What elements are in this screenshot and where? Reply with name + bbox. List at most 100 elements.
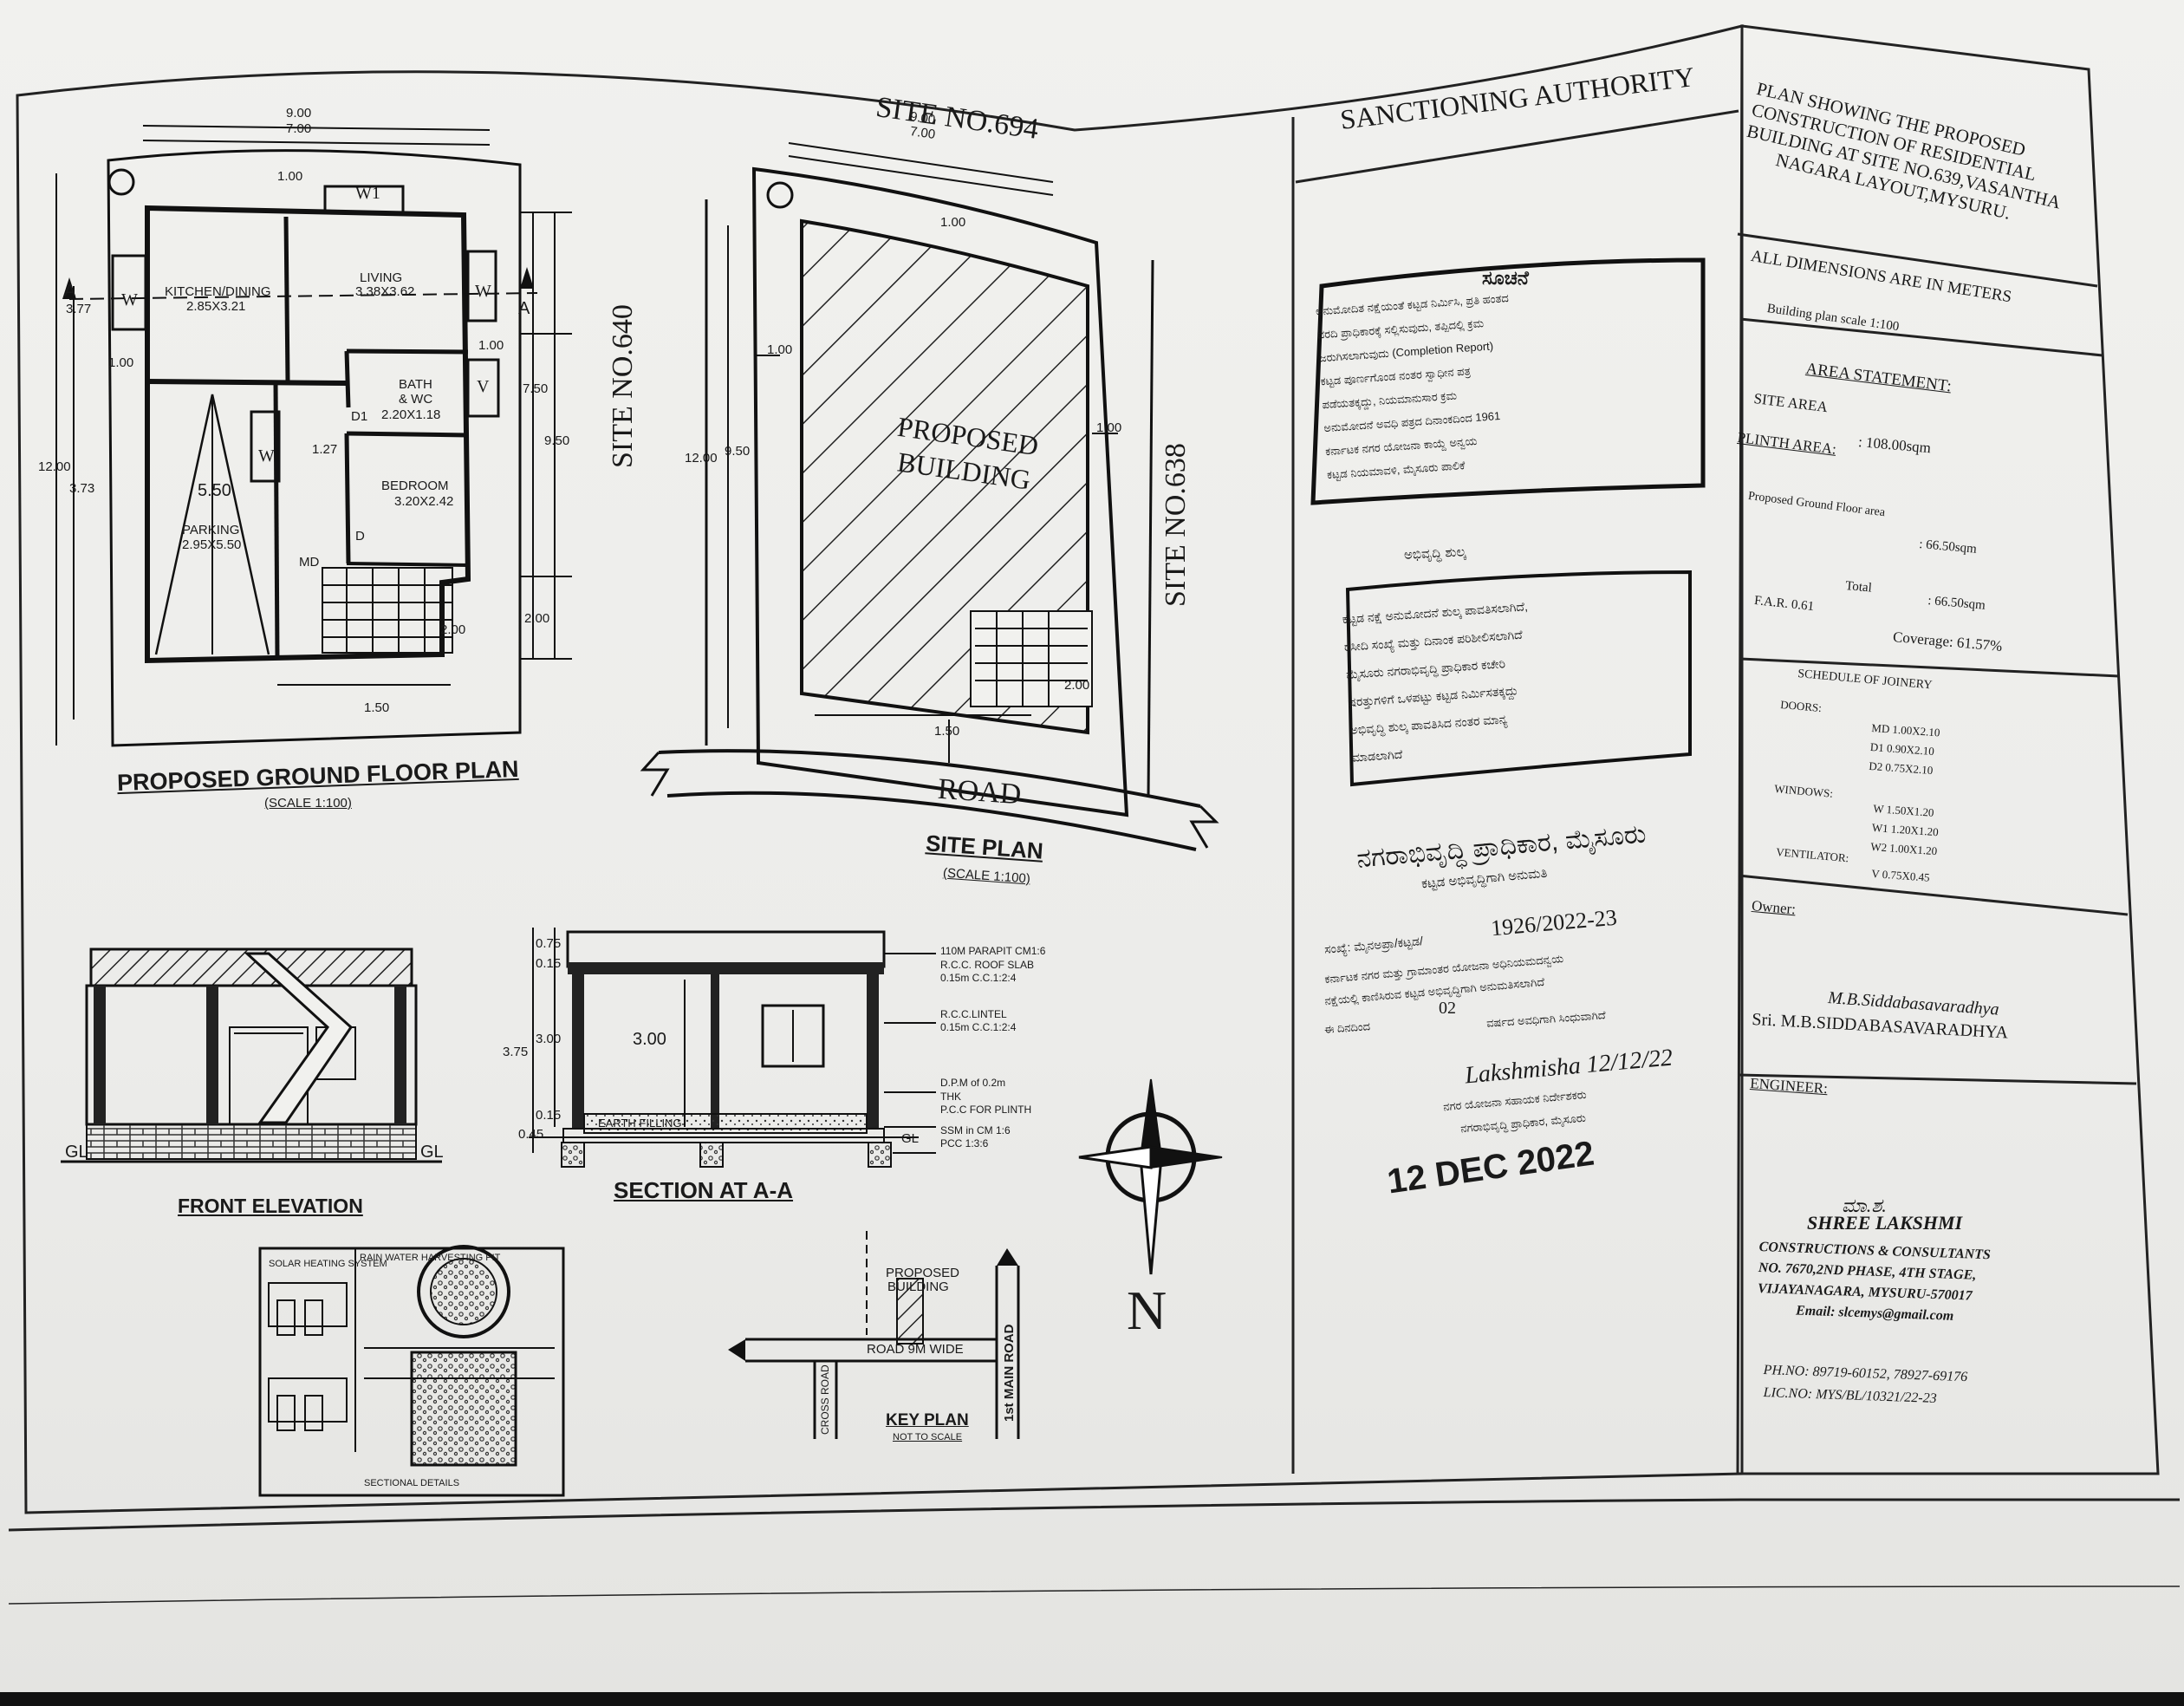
title-block-frame	[1736, 24, 2160, 1475]
room-bath-label-2: & WC	[399, 392, 433, 407]
section-note: R.C.C. ROOF SLAB	[940, 958, 1035, 971]
notice-stamp-frames	[1310, 257, 1706, 787]
room-kitchen-label: KITCHEN/DINING	[165, 284, 271, 299]
key-cross-road: CROSS ROAD	[819, 1364, 831, 1435]
gf-dim-stair: 2.00	[440, 622, 466, 637]
key-road: ROAD 9M WIDE	[867, 1342, 964, 1357]
room-bath-size: 2.20X1.18	[381, 407, 441, 422]
site-dim-left-inner: 9.50	[725, 444, 751, 459]
gf-door-md: MD	[299, 555, 320, 570]
room-living-size: 3.38X3.62	[355, 284, 415, 299]
notice-line: ಕಟ್ಟಡ ಪೂರ್ಣಗೊಂಡ ನಂತರ ಸ್ವಾಧೀನ ಪತ್ರ	[1320, 364, 1472, 388]
notice-line: ವರದಿ ಪ್ರಾಧಿಕಾರಕ್ಕೆ ಸಲ್ಲಿಸುವುದು, ತಪ್ಪಿದಲ್…	[1316, 316, 1485, 342]
site-right-label: SITE NO.638	[1160, 443, 1192, 607]
notice-line: ಕರ್ನಾಟಕ ನಗರ ಯೋಜನಾ ಕಾಯ್ದೆ ಅನ್ವಯ	[1324, 433, 1478, 459]
gf-dim-top-gap: 1.00	[277, 169, 303, 184]
fee-line: ಅಭಿವೃದ್ಧಿ ಶುಲ್ಕ ಪಾವತಿಸಿದ ನಂತರ ಮಾನ್ಯ	[1349, 712, 1508, 737]
sec-dim-300-left: 3.00	[536, 1032, 562, 1046]
site-left-label: SITE NO.640	[607, 304, 639, 468]
window-item: W1 1.20X1.20	[1871, 820, 1940, 839]
gf-door-d1: D1	[351, 409, 368, 424]
gf-window-w: W	[121, 290, 138, 309]
notice-body: ಅನುಮೋದಿತ ನಕ್ಷೆಯಂತೆ ಕಟ್ಟಡ ನಿರ್ಮಿಸಿ, ಪ್ರತಿ…	[1316, 278, 1710, 504]
gf-section-mark-left: A	[64, 282, 76, 301]
elev-gl-right: GL	[420, 1143, 444, 1162]
gf-dim-bottom: 1.50	[364, 700, 390, 715]
gf-dim-left-outer: 12.00	[38, 459, 71, 474]
front-elevation-title: FRONT ELEVATION	[178, 1195, 363, 1217]
key-plan-title: KEY PLAN	[886, 1411, 969, 1429]
site-road-label: ROAD	[936, 772, 1023, 811]
notice-line: ಪಡೆಯತಕ್ಕದ್ದು, ನಿಯಮಾನುಸಾರ ಕ್ರಮ	[1322, 388, 1458, 412]
gf-window-w-3: W	[475, 282, 491, 301]
room-parking-label: PARKING	[182, 523, 240, 537]
rainwater-detail-lines	[258, 1245, 565, 1497]
room-parking-dim: 5.50	[198, 481, 231, 500]
section-notes: 110M PARAPIT CM1:6 R.C.C. ROOF SLAB 0.15…	[940, 945, 1045, 1151]
sec-dim-015-bottom: 0.15	[536, 1108, 562, 1123]
section-note: 110M PARAPIT CM1:6	[940, 945, 1046, 957]
condition-value: 02	[1439, 999, 1456, 1018]
key-main-road: 1st MAIN ROAD	[1002, 1324, 1017, 1422]
firm-name: SHREE LAKSHMI	[1807, 1212, 1963, 1234]
notice-line: ಅನುಮೋದನೆ ಅವಧಿ ಪತ್ರದ ದಿನಾಂಕದಿಂದ 1961	[1323, 409, 1501, 435]
room-kitchen-size: 2.85X3.21	[186, 299, 246, 314]
section-note: 0.15m C.C.1:2:4	[940, 1021, 1017, 1034]
fee-body: ಕಟ್ಟಡ ನಕ್ಷೆ ಅನುಮೋದನೆ ಶುಲ್ಕ ಪಾವತಿಸಲಾಗಿದೆ,…	[1342, 588, 1700, 793]
firm-details: CONSTRUCTIONS & CONSULTANTS NO. 7670,2ND…	[1756, 1240, 2123, 1348]
engineer-signature: ಮಾ.ಶ.	[1842, 1195, 1887, 1216]
notice-line: ಜರುಗಿಸಲಾಗುವುದು (Completion Report)	[1318, 339, 1494, 365]
sec-dim-375: 3.75	[503, 1045, 529, 1059]
fee-line: ಷರತ್ತುಗಳಿಗೆ ಒಳಪಟ್ಟು ಕಟ್ಟಡ ನಿರ್ಮಿಸತಕ್ಕದ್ದ…	[1347, 683, 1519, 709]
notice-title: ಸೂಚನೆ	[1482, 267, 1529, 289]
rainwater-solar: SOLAR HEATING SYSTEM	[269, 1259, 387, 1269]
gf-dim-left-b: 3.73	[69, 481, 95, 496]
gf-dim-right-d: 1.00	[478, 338, 504, 353]
site-dim-left-side: 1.00	[767, 342, 793, 357]
north-label: N	[1127, 1280, 1167, 1341]
fee-line: ಮೈಸೂರು ನಗರಾಭಿವೃದ್ಧಿ ಪ್ರಾಧಿಕಾರ ಕಚೇರಿ	[1345, 656, 1506, 682]
gf-dim-top-outer: 9.00	[286, 106, 312, 120]
sec-dim-075: 0.75	[536, 936, 562, 951]
room-parking-size: 2.95X5.50	[182, 537, 242, 552]
gf-section-mark-right: A	[518, 299, 530, 318]
section-note: THK	[940, 1090, 961, 1103]
front-elevation-lines	[61, 947, 442, 1163]
total-label: Total	[1844, 579, 1873, 596]
sec-dim-300-center: 3.00	[633, 1030, 666, 1049]
fee-line: ಮಾಡಲಾಗಿದೆ	[1351, 746, 1403, 765]
key-proposed: PROPOSED	[886, 1266, 960, 1280]
rainwater-title: RAIN WATER HARVESTING PIT	[360, 1253, 501, 1263]
section-note: PCC 1:3:6	[940, 1137, 989, 1150]
elev-gl-left: GL	[65, 1143, 88, 1162]
firm-line: NO. 7670,2ND PHASE, 4TH STAGE,	[1758, 1260, 1977, 1283]
firm-line: Email: slcemys@gmail.com	[1795, 1303, 1954, 1324]
ground-floor-scale: (SCALE 1:100)	[264, 796, 352, 811]
room-living-label: LIVING	[360, 270, 403, 285]
site-dim-bottom: 1.50	[934, 724, 960, 739]
gf-vent-v: V	[477, 377, 490, 396]
notice-line: ಕಟ್ಟಡ ನಿಯಮಾವಳಿ, ಮೈಸೂರು ಪಾಲಿಕೆ	[1326, 459, 1466, 482]
sec-gl-label: GL	[901, 1131, 920, 1146]
gf-dim-left-c: 1.00	[108, 355, 134, 370]
sec-earth-label: EARTH FILLING	[598, 1117, 682, 1130]
gf-dim-right-c: 2.00	[524, 611, 550, 626]
site-dim-right-side: 1.00	[1096, 420, 1122, 435]
gf-window-w-2: W	[258, 446, 275, 466]
gf-dim-left-a: 3.77	[66, 302, 92, 316]
rainwater-sectional: SECTIONAL DETAILS	[364, 1478, 460, 1488]
sec-dim-plinth: 0.45	[518, 1127, 544, 1142]
doors-list: MD 1.00X2.10 D1 0.90X2.10 D2 0.75X2.10	[1868, 721, 1967, 789]
door-item: D1 0.90X2.10	[1869, 739, 1935, 759]
sheet-border	[8, 24, 2181, 1605]
section-note: R.C.C.LINTEL	[940, 1007, 1007, 1020]
gf-door-d: D	[355, 529, 365, 544]
room-bedroom-size: 3.20X2.42	[394, 494, 454, 509]
section-title: SECTION AT A-A	[614, 1177, 794, 1203]
windows-list: W 1.50X1.20 W1 1.20X1.20 W2 1.00X1.20	[1869, 802, 1969, 869]
section-lines	[529, 928, 936, 1168]
gf-dim-top-inner: 7.00	[286, 121, 312, 136]
section-note: P.C.C FOR PLINTH	[940, 1104, 1032, 1117]
sanction-frame	[1291, 109, 1739, 1474]
